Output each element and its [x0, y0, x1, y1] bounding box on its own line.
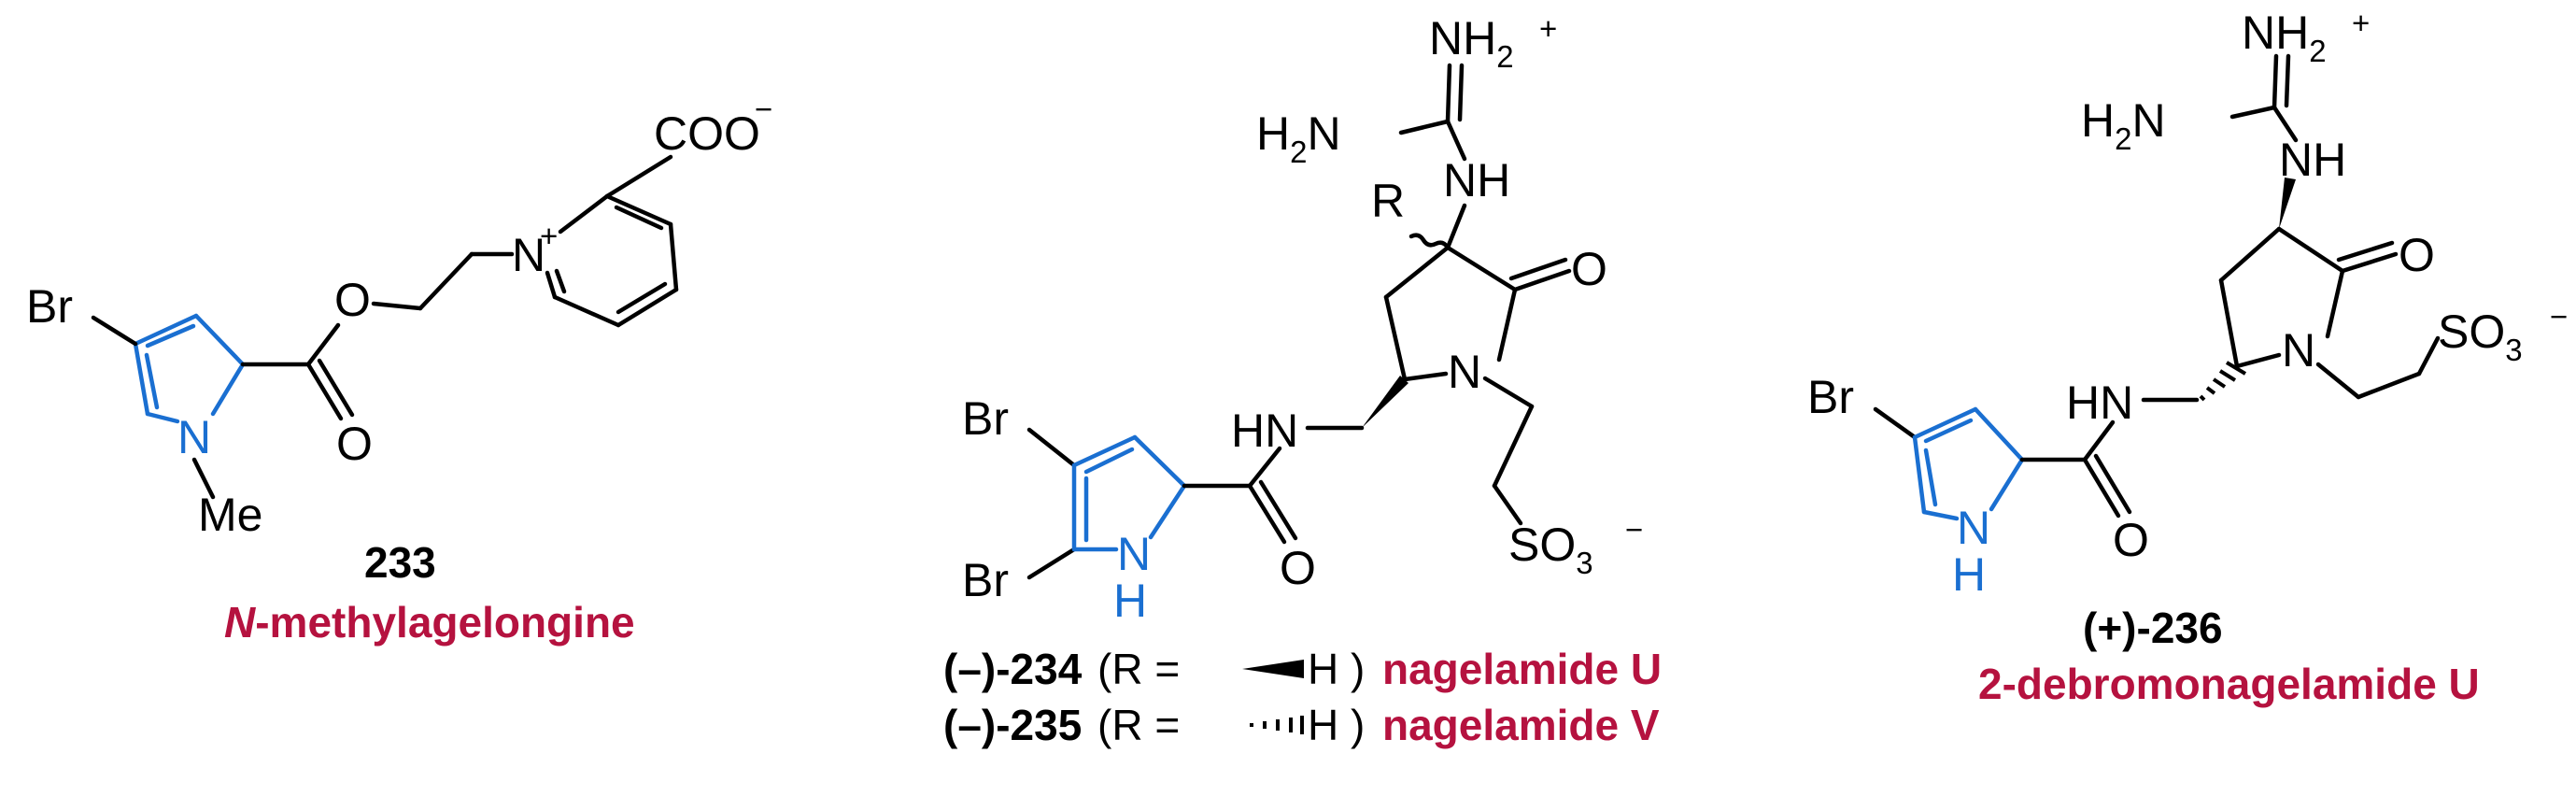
- atom-me: Me: [198, 489, 262, 541]
- atom-so3: SO3: [1508, 519, 1593, 580]
- r-definition-open-234: (R =: [1097, 645, 1180, 693]
- atom-n: N: [1448, 346, 1481, 398]
- h2n-n: N: [2131, 94, 2165, 147]
- name-rest: -methylagelongine: [255, 598, 634, 647]
- atom-nh: N: [1957, 502, 1990, 554]
- atom-br: Br: [26, 280, 73, 333]
- h2n-sub: 2: [1290, 135, 1307, 169]
- atom-o: O: [2113, 514, 2149, 566]
- r-wedge-icon: [1242, 660, 1304, 678]
- charge-minus: −: [755, 92, 772, 126]
- r-definition-open-235: (R =: [1097, 701, 1180, 749]
- atom-nh: NH: [1443, 154, 1510, 206]
- atom-h: H: [1952, 548, 1986, 601]
- atom-o: O: [1571, 243, 1607, 295]
- atom-h2n: H2N: [1256, 107, 1341, 169]
- nh2-sub: 2: [1496, 39, 1513, 74]
- r-hash-icon: [1250, 716, 1304, 734]
- atom-nh: NH: [2279, 134, 2346, 186]
- charge-minus: −: [2550, 299, 2568, 334]
- atom-hn: HN: [1231, 405, 1298, 457]
- compound-name-235: nagelamide V: [1382, 701, 1660, 749]
- atom-n: N: [177, 411, 211, 463]
- charge-minus: −: [1625, 512, 1643, 547]
- stereo-hash: [2199, 361, 2247, 402]
- h2n-sub: 2: [2115, 121, 2131, 156]
- atom-coo: COO: [654, 107, 760, 160]
- stereo-wedge: [1362, 376, 1408, 428]
- pyrrole-ring: [133, 313, 246, 424]
- atom-o: O: [334, 274, 371, 326]
- pyrrole-ring: [1071, 434, 1187, 552]
- atom-so3: SO3: [2438, 306, 2523, 367]
- charge-plus: +: [2352, 6, 2370, 40]
- atom-nh2: NH2: [2242, 7, 2327, 68]
- nh2-main: NH: [1429, 12, 1496, 64]
- atom-o: O: [336, 418, 373, 470]
- r-definition-close-235: H ): [1308, 701, 1365, 749]
- stereo-wedge: [2279, 178, 2296, 229]
- structure-233: N Me Br O O N + COO −: [26, 92, 772, 541]
- so3-main: SO: [2438, 306, 2505, 358]
- nh2-sub: 2: [2309, 34, 2326, 68]
- atom-n: N: [2282, 324, 2315, 377]
- atom-br: Br: [962, 554, 1009, 606]
- pyrrole-ring: [1912, 406, 2025, 521]
- compound-name-233: N-methylagelongine: [224, 598, 635, 647]
- compound-number-235: (–)-235: [943, 701, 1082, 749]
- atom-o: O: [2399, 229, 2435, 281]
- h2n-h: H: [2081, 94, 2115, 147]
- compound-name-234: nagelamide U: [1382, 645, 1662, 693]
- atom-br: Br: [962, 392, 1009, 445]
- atom-nh: N: [1117, 528, 1151, 580]
- atom-hn: HN: [2066, 377, 2133, 429]
- charge-plus: +: [1539, 11, 1557, 46]
- compound-number-234: (–)-234: [943, 645, 1083, 693]
- atom-nh2: NH2: [1429, 12, 1514, 74]
- compound-name-236: 2-debromonagelamide U: [1978, 660, 2480, 708]
- atom-r: R: [1371, 175, 1405, 227]
- structure-234-235: Br Br N H O HN N O R: [962, 11, 1643, 627]
- so3-sub: 3: [2505, 333, 2522, 367]
- compound-number-233: 233: [364, 538, 436, 587]
- so3-sub: 3: [1576, 546, 1592, 580]
- atom-n: N: [512, 229, 545, 281]
- nh2-main: NH: [2242, 7, 2309, 59]
- atom-br: Br: [1807, 371, 1854, 423]
- r-definition-close-234: H ): [1308, 645, 1365, 693]
- structure-236: Br N H O HN N: [1807, 6, 2568, 601]
- h2n-h: H: [1256, 107, 1290, 160]
- so3-main: SO: [1508, 519, 1576, 571]
- atom-o: O: [1280, 542, 1316, 594]
- charge-plus: +: [540, 219, 558, 253]
- compound-number-236: (+)-236: [2083, 604, 2223, 652]
- name-italic-prefix: N: [224, 598, 256, 647]
- atom-h: H: [1113, 575, 1147, 627]
- atom-h2n: H2N: [2081, 94, 2166, 156]
- h2n-n: N: [1307, 107, 1340, 160]
